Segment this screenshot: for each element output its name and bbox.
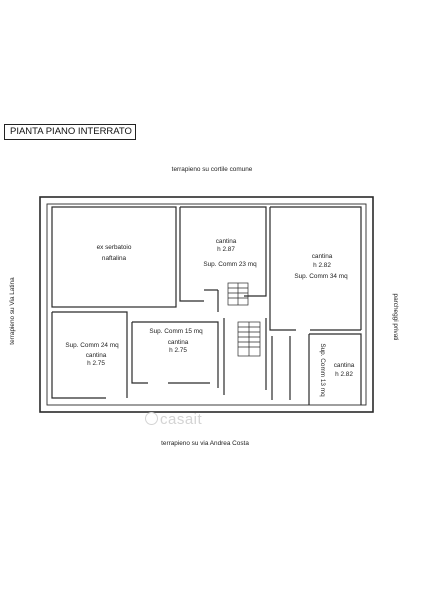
walls bbox=[39, 196, 374, 413]
room-cantina24-wall-left bbox=[51, 312, 106, 399]
room-cantina13-surface: Sup. Comm 13 mq bbox=[319, 343, 327, 397]
room-cantina34-height: h 2.82 bbox=[313, 262, 331, 269]
room-cantina23-name: cantina bbox=[215, 238, 237, 245]
stairs-upper bbox=[227, 282, 249, 306]
room-cantina15-height: h 2.75 bbox=[169, 347, 187, 354]
watermark-logo-icon bbox=[145, 412, 158, 425]
room-cantina34-name: cantina bbox=[311, 253, 333, 260]
room-cantina34-wall-left bbox=[269, 207, 296, 331]
room-cantina34-surface: Sup. Comm 34 mq bbox=[294, 273, 348, 280]
room-cantina13-name: cantina bbox=[333, 362, 355, 369]
room-cantina13-outline bbox=[309, 333, 362, 405]
label-bottom-street: terrapieno su via Andrea Costa bbox=[161, 440, 249, 447]
plan-title: PIANTA PIANO INTERRATO bbox=[4, 124, 136, 140]
room-cantina24-outline bbox=[52, 311, 128, 398]
room-serbatoio-line1: ex serbatoio bbox=[96, 244, 132, 251]
room-cantina24-surface: Sup. Comm 24 mq bbox=[65, 342, 119, 349]
room-serbatoio-outline bbox=[51, 206, 177, 308]
stairs-lower bbox=[237, 321, 261, 357]
outer-wall-inner bbox=[46, 203, 367, 406]
room-cantina15-surface: Sup. Comm 15 mq bbox=[149, 328, 203, 335]
room-cantina13-height: h 2.82 bbox=[335, 371, 353, 378]
room-cantina23-wall-left bbox=[179, 207, 204, 302]
room-cantina34-outline bbox=[270, 206, 362, 330]
label-top-courtyard: terrapieno su cortile comune bbox=[171, 166, 253, 173]
room-cantina15-outline bbox=[132, 321, 219, 388]
room-cantina15-name: cantina bbox=[167, 339, 189, 346]
room-cantina15-wall-left bbox=[131, 322, 148, 384]
room-cantina23-height: h 2.87 bbox=[217, 246, 235, 253]
watermark: casait bbox=[160, 411, 203, 428]
room-cantina23-outline bbox=[180, 206, 267, 297]
room-cantina24-height: h 2.75 bbox=[87, 360, 105, 367]
room-serbatoio-line2: naftalina bbox=[101, 255, 127, 262]
room-cantina23-surface: Sup. Comm 23 mq bbox=[203, 261, 257, 268]
outer-wall-outer bbox=[39, 196, 374, 413]
room-cantina24-name: cantina bbox=[85, 352, 107, 359]
